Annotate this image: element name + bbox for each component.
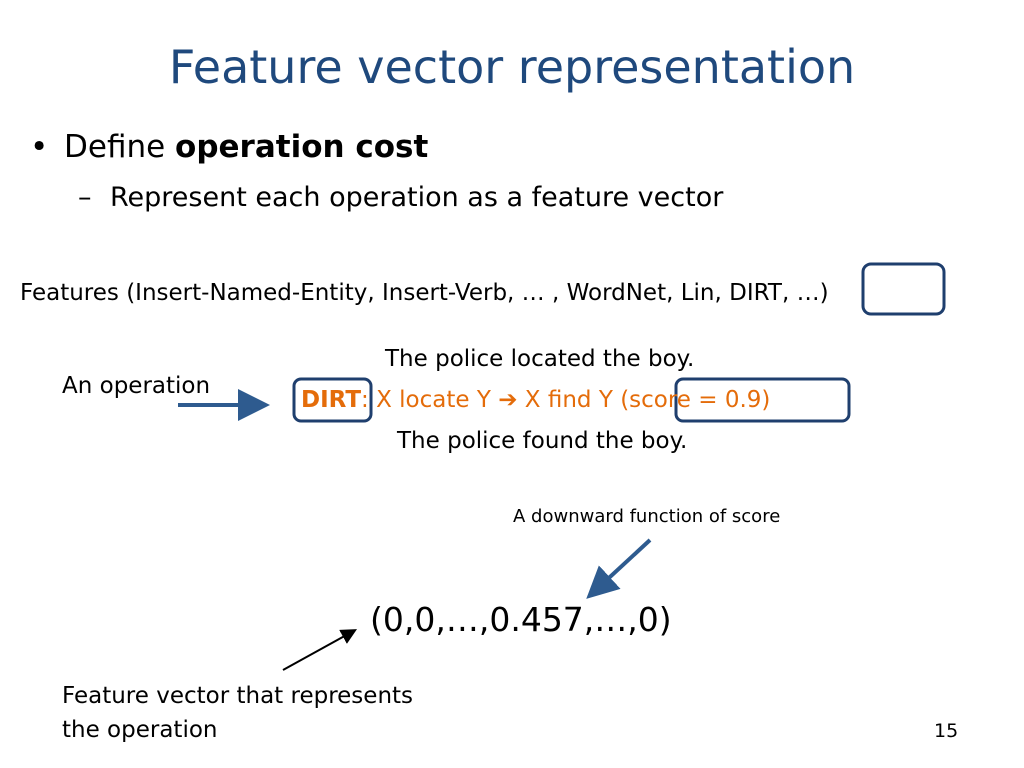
downward-arrow [586, 538, 652, 599]
dirt-feature-box [861, 262, 946, 316]
right-arrow-icon: ➔ [498, 387, 518, 413]
rule-name: DIRT [301, 387, 362, 413]
feature-vector-label: Feature vector that represents the opera… [62, 683, 414, 743]
operation-label: An operation [62, 373, 211, 399]
dirt-rule-box [292, 377, 373, 423]
bullet-dot: • [30, 129, 49, 165]
bullet-text: Define [64, 129, 176, 165]
subbullet-represent: –Represent each operation as a feature v… [78, 180, 723, 216]
feature-vector: (0,0,…,0.457,…,0) [370, 600, 672, 639]
features-line: Features (Insert-Named-Entity, Insert-Ve… [20, 280, 829, 306]
subbullet-text: Represent each operation as a feature ve… [110, 182, 724, 213]
score-box [674, 377, 851, 423]
bullet-define: • Define operation cost [30, 127, 428, 167]
rule-target: X find Y [517, 387, 621, 413]
subbullet-dash: – [78, 182, 92, 213]
rule-body: : X locate Y [361, 387, 499, 413]
page-number: 15 [934, 720, 959, 742]
example-sentence-2: The police found the boy. [397, 428, 688, 454]
example-sentence-1: The police located the boy. [385, 346, 695, 372]
vector-arrow [282, 629, 358, 671]
downward-note: A downward function of score [513, 506, 781, 527]
example-rule: DIRT: X locate Y ➔ X find Y (score = 0.9… [301, 385, 770, 415]
bullet-bold-text: operation cost [175, 129, 429, 165]
slide-title: Feature vector representation [168, 40, 856, 94]
rule-score: (score = 0.9) [620, 387, 771, 413]
